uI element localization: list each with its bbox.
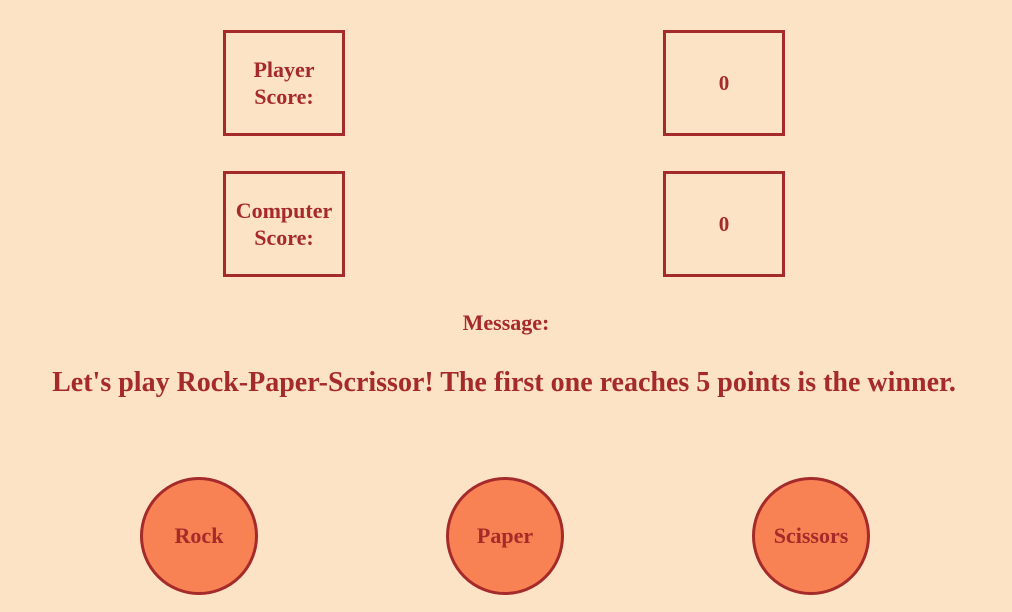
message-label: Message: (462, 310, 550, 335)
player-score-value: 0 (663, 30, 785, 136)
message-text: Let's play Rock-Paper-Scrissor! The firs… (52, 367, 956, 398)
scissors-button[interactable]: Scissors (752, 477, 870, 595)
player-score-label-line2: Score: (254, 84, 314, 109)
computer-score-label: Computer Score: (223, 171, 345, 277)
computer-score-value: 0 (663, 171, 785, 277)
player-score-label-line1: Player (253, 57, 315, 82)
computer-score-label-line1: Computer (235, 198, 333, 223)
rock-button[interactable]: Rock (140, 477, 258, 595)
computer-score-label-line2: Score: (254, 225, 314, 250)
paper-button[interactable]: Paper (446, 477, 564, 595)
player-score-label: Player Score: (223, 30, 345, 136)
